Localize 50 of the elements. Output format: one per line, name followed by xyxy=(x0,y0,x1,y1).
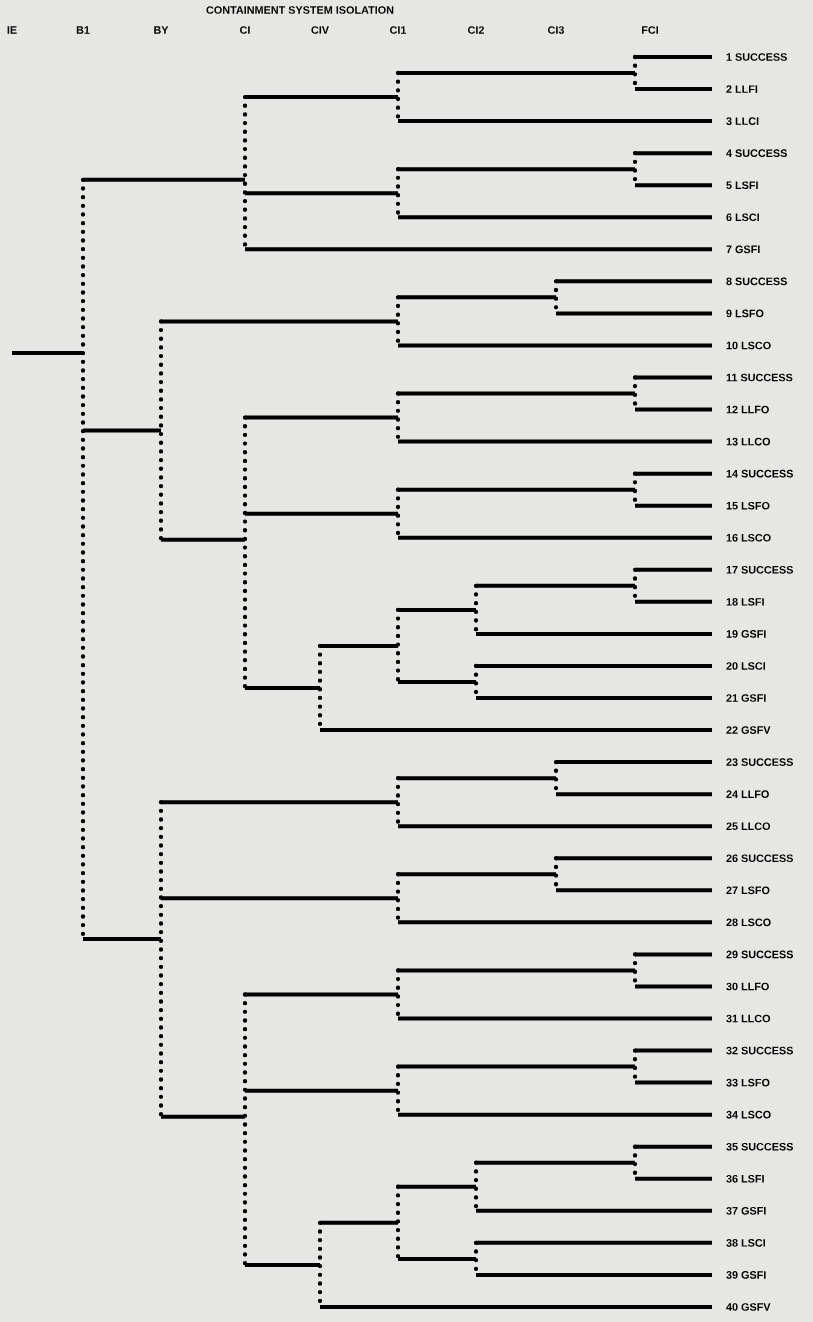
end-state-label: 9 LSFO xyxy=(726,309,764,318)
end-state-label: 2 LLFI xyxy=(726,85,758,93)
end-state-label: 23 SUCCESS xyxy=(726,758,793,766)
end-state-label: 30 LLFO xyxy=(726,982,769,991)
end-state-label: 32 SUCCESS xyxy=(726,1046,793,1055)
title: CONTAINMENT SYSTEM ISOLATION xyxy=(206,6,394,14)
column-heading: CI xyxy=(240,26,250,34)
end-state-label: 1 SUCCESS xyxy=(726,53,787,61)
end-state-label: 19 GSFI xyxy=(726,630,766,638)
end-state-label: 39 GSFI xyxy=(726,1271,766,1279)
end-state-label: 22 GSFV xyxy=(726,726,771,734)
end-state-label: 38 LSCI xyxy=(726,1239,765,1247)
end-state-label: 16 LSCO xyxy=(726,533,771,542)
end-state-label: 29 SUCCESS xyxy=(726,950,793,959)
end-state-label: 33 LSFO xyxy=(726,1078,770,1087)
column-heading: CI3 xyxy=(548,26,565,34)
end-state-label: 27 LSFO xyxy=(726,886,770,895)
end-state-label: 3 LLCI xyxy=(726,117,759,125)
column-heading: BY xyxy=(154,26,169,34)
end-state-label: 4 SUCCESS xyxy=(726,149,787,157)
end-state-label: 11 SUCCESS xyxy=(726,373,793,382)
end-state-label: 26 SUCCESS xyxy=(726,854,793,863)
column-heading: CIV xyxy=(311,26,329,34)
column-heading: FCI xyxy=(642,26,658,34)
end-state-label: 7 GSFI xyxy=(726,245,760,254)
end-state-label: 10 LSCO xyxy=(726,341,771,350)
end-state-label: 28 LSCO xyxy=(726,918,771,927)
end-state-label: 17 SUCCESS xyxy=(726,566,793,574)
column-heading: B1 xyxy=(76,26,90,34)
end-state-label: 37 GSFI xyxy=(726,1207,766,1215)
end-state-label: 24 LLFO xyxy=(726,790,769,798)
end-state-label: 20 LSCI xyxy=(726,662,765,670)
column-heading: CI1 xyxy=(390,26,407,34)
end-state-label: 8 SUCCESS xyxy=(726,277,787,286)
end-state-label: 25 LLCO xyxy=(726,822,771,831)
end-state-label: 5 LSFI xyxy=(726,181,758,190)
end-state-label: 12 LLFO xyxy=(726,405,769,414)
column-heading: IE xyxy=(7,26,17,34)
end-state-label: 14 SUCCESS xyxy=(726,469,793,478)
end-state-label: 34 LSCO xyxy=(726,1110,771,1119)
end-state-label: 31 LLCO xyxy=(726,1014,771,1023)
end-state-label: 36 LSFI xyxy=(726,1174,764,1183)
end-state-label: 40 GSFV xyxy=(726,1303,771,1311)
end-state-label: 35 SUCCESS xyxy=(726,1142,793,1151)
column-heading: CI2 xyxy=(468,26,484,34)
end-state-label: 21 GSFI xyxy=(726,694,766,702)
end-state-label: 13 LLCO xyxy=(726,437,771,446)
end-state-label: 15 LSFO xyxy=(726,501,770,510)
end-state-label: 6 LSCI xyxy=(726,213,759,222)
end-state-label: 18 LSFI xyxy=(726,598,764,606)
